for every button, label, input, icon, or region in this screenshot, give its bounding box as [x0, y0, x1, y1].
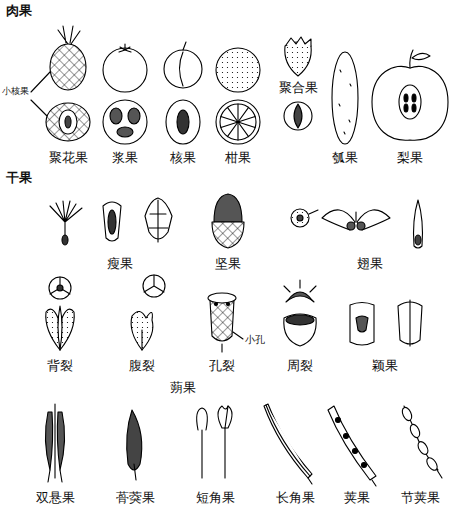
- fruit-type-label: 背裂: [47, 358, 73, 374]
- follicle: [127, 410, 142, 480]
- fruit-type-label: 聚花果: [49, 150, 88, 166]
- samara: [291, 200, 423, 248]
- fruit-type-label: 核果: [170, 150, 196, 166]
- pome: [372, 50, 448, 140]
- caryopsis: [350, 300, 422, 346]
- fruit-type-label: 翅果: [357, 256, 383, 272]
- fruit-type-label: 聚合果: [279, 80, 318, 96]
- multiple-fruit: [31, 26, 90, 141]
- fruit-type-label: 周裂: [287, 358, 313, 374]
- section-heading: 干果: [6, 170, 32, 186]
- fruit-type-label: 柑果: [225, 150, 251, 166]
- fruit-type-label: 小孔: [245, 334, 265, 346]
- nut: [212, 194, 244, 248]
- fruit-type-label: 坚果: [215, 256, 241, 272]
- fruit-type-label: 蓇葖果: [116, 490, 155, 506]
- loculicidal-capsule: [46, 277, 74, 350]
- fruit-type-label: 小核果: [2, 86, 29, 97]
- pepo: [332, 52, 358, 144]
- fruit-type-label: 梨果: [397, 150, 423, 166]
- septicidal-capsule: [131, 275, 165, 350]
- leader-line: [233, 332, 243, 339]
- fruit-type-label: 蒴果: [170, 380, 196, 396]
- fruit-type-label: 长角果: [276, 490, 315, 506]
- fruit-type-label: 荚果: [344, 490, 370, 506]
- pyxis: [284, 280, 316, 346]
- fruit-type-label: 瓠果: [332, 150, 358, 166]
- achene: [50, 198, 172, 245]
- poricidal-capsule: [208, 293, 243, 352]
- leader-line: [31, 72, 50, 92]
- loment: [400, 406, 442, 478]
- fruit-type-label: 短角果: [196, 490, 235, 506]
- legume: [328, 406, 376, 486]
- fruit-type-label: 节荚果: [401, 490, 440, 506]
- fruit-type-label: 颖果: [372, 358, 398, 374]
- leader-line: [31, 100, 47, 116]
- fruit-type-label: 腹裂: [129, 358, 155, 374]
- silicle: [197, 406, 232, 478]
- fruit-type-label: 浆果: [112, 150, 138, 166]
- berry: [103, 44, 147, 144]
- fruit-type-label: 瘦果: [107, 256, 133, 272]
- hesperidium: [216, 48, 260, 144]
- fruit-type-label: 孔裂: [209, 358, 235, 374]
- silique: [264, 404, 312, 484]
- drupe: [164, 42, 202, 144]
- cremocarp: [45, 404, 64, 482]
- section-heading: 肉果: [6, 3, 32, 19]
- fruit-type-label: 双悬果: [36, 490, 75, 506]
